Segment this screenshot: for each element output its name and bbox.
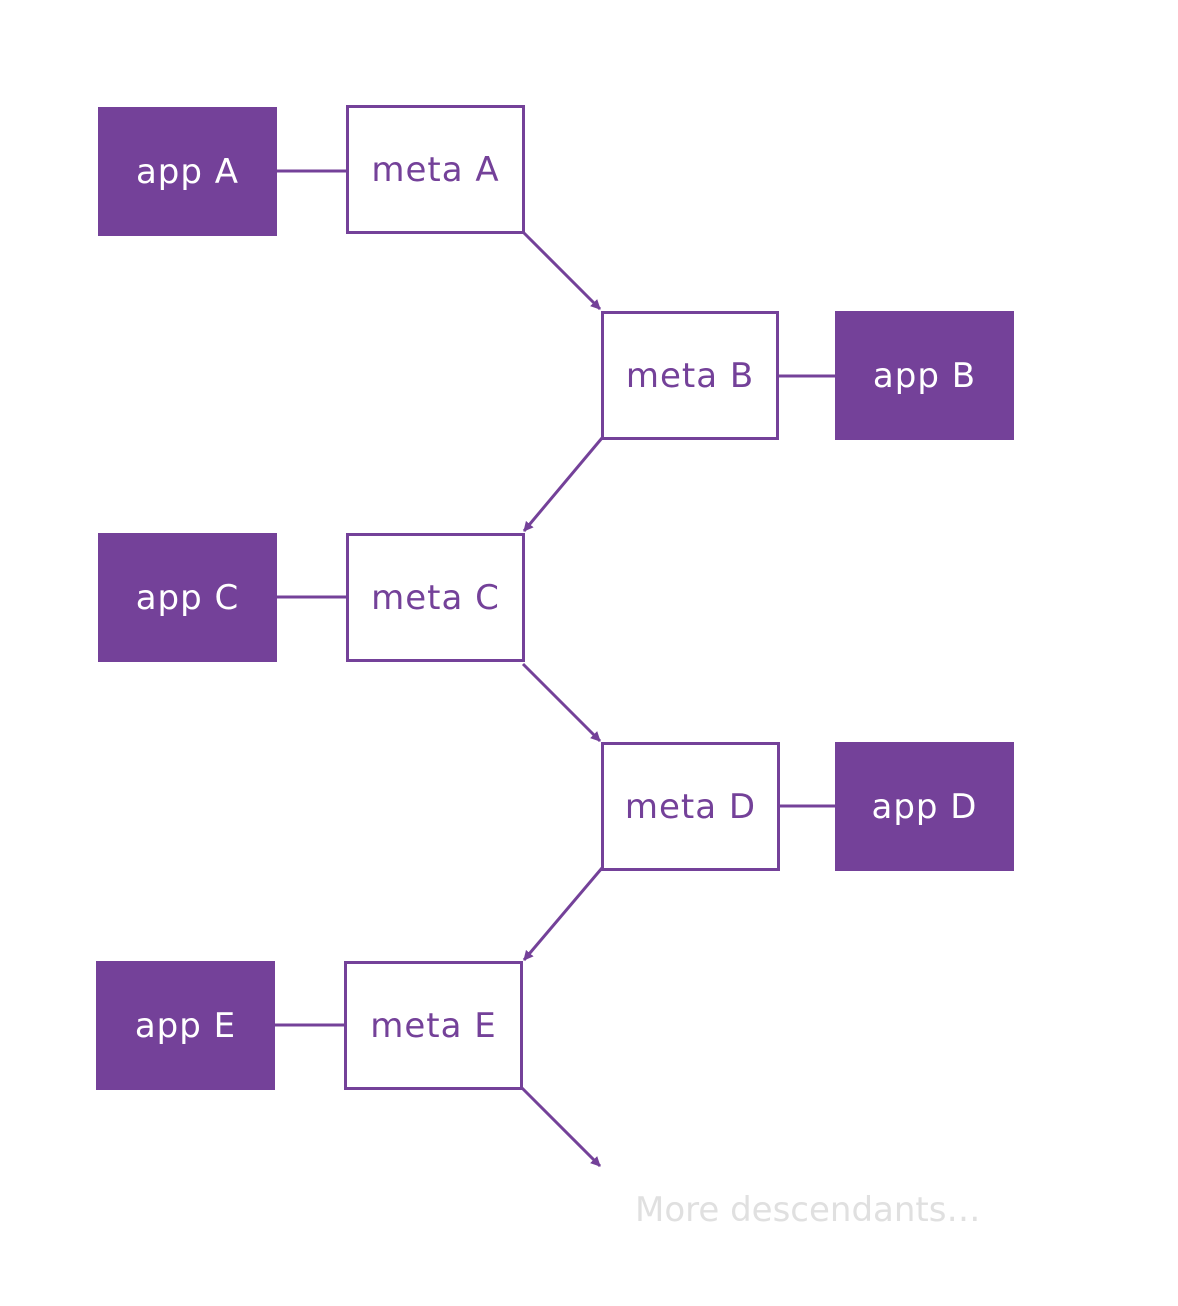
app-b-label: app B [872, 355, 977, 396]
arrow-meta-d-to-meta-e [522, 867, 604, 961]
meta-b-label: meta B [625, 355, 755, 396]
meta-e-node: meta E [344, 961, 523, 1090]
app-a-node: app A [98, 107, 277, 236]
arrow-meta-b-to-meta-c [522, 437, 604, 532]
app-e-node: app E [96, 961, 275, 1090]
meta-b-node: meta B [601, 311, 779, 440]
more-descendants-note: More descendants… [635, 1190, 981, 1230]
meta-a-node: meta A [346, 105, 525, 234]
meta-d-label: meta D [624, 786, 757, 827]
app-b-node: app B [835, 311, 1014, 440]
meta-c-label: meta C [371, 577, 500, 618]
app-c-label: app C [135, 577, 240, 618]
app-e-label: app E [134, 1005, 237, 1046]
app-a-label: app A [135, 151, 240, 192]
meta-a-label: meta A [371, 149, 500, 190]
meta-c-node: meta C [346, 533, 525, 662]
meta-e-label: meta E [370, 1005, 497, 1046]
arrow-meta-a-to-meta-b [521, 230, 602, 311]
app-d-node: app D [835, 742, 1014, 871]
meta-d-node: meta D [601, 742, 780, 871]
arrow-meta-e-to-descendants [519, 1085, 602, 1168]
app-d-label: app D [871, 786, 978, 827]
app-c-node: app C [98, 533, 277, 662]
arrow-meta-c-to-meta-d [521, 662, 602, 743]
